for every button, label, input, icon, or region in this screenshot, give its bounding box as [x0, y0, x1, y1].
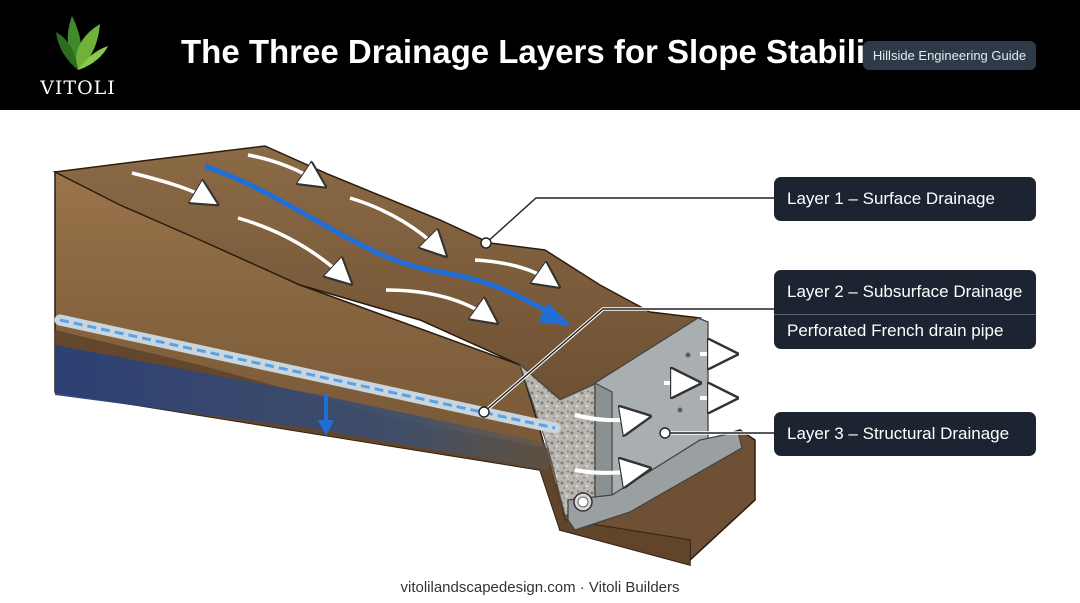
layer-3-title: Layer 3 – Structural Drainage [787, 424, 1010, 443]
arrow-icon [349, 196, 440, 250]
arrow-icon [574, 470, 640, 473]
layer-2-label: Layer 2 – Subsurface Drainage Perforated… [774, 270, 1036, 349]
callout-dot [480, 237, 492, 249]
arrow-icon [131, 171, 210, 200]
callout-leader-lines [483, 197, 774, 434]
layer-1-title: Layer 1 – Surface Drainage [787, 189, 995, 208]
layer-2-subtitle: Perforated French drain pipe [774, 314, 1036, 349]
brand-logo: VITOLI [28, 10, 128, 102]
layer-1-label: Layer 1 – Surface Drainage [774, 177, 1036, 221]
water-table-band [55, 345, 555, 470]
arrow-icon [574, 415, 640, 420]
callout-dot [659, 427, 671, 439]
page-title: The Three Drainage Layers for Slope Stab… [181, 33, 895, 70]
drainage-flow-arrows [574, 354, 727, 473]
footer-credit: vitolilandscapedesign.com · Vitoli Build… [400, 579, 680, 596]
surface-flow-arrows [131, 153, 552, 318]
layer-2-title: Layer 2 – Subsurface Drainage [787, 282, 1023, 301]
header-bar: VITOLI The Three Drainage Layers for Slo… [0, 0, 1080, 110]
layer-3-label: Layer 3 – Structural Drainage [774, 412, 1036, 456]
surface-runoff-flow [204, 163, 567, 325]
guide-badge: Hillside Engineering Guide [863, 41, 1036, 70]
arrow-icon [474, 258, 552, 282]
arrow-icon [538, 303, 572, 326]
slope-cross-section-diagram [52, 145, 774, 566]
arrow-icon [247, 153, 318, 182]
brand-name: VITOLI [40, 77, 116, 99]
leaf-logo-icon [56, 16, 108, 70]
arrow-icon [385, 288, 490, 318]
callout-dot [478, 406, 490, 418]
pipe-perforations [59, 318, 556, 430]
arrow-icon [237, 216, 345, 278]
